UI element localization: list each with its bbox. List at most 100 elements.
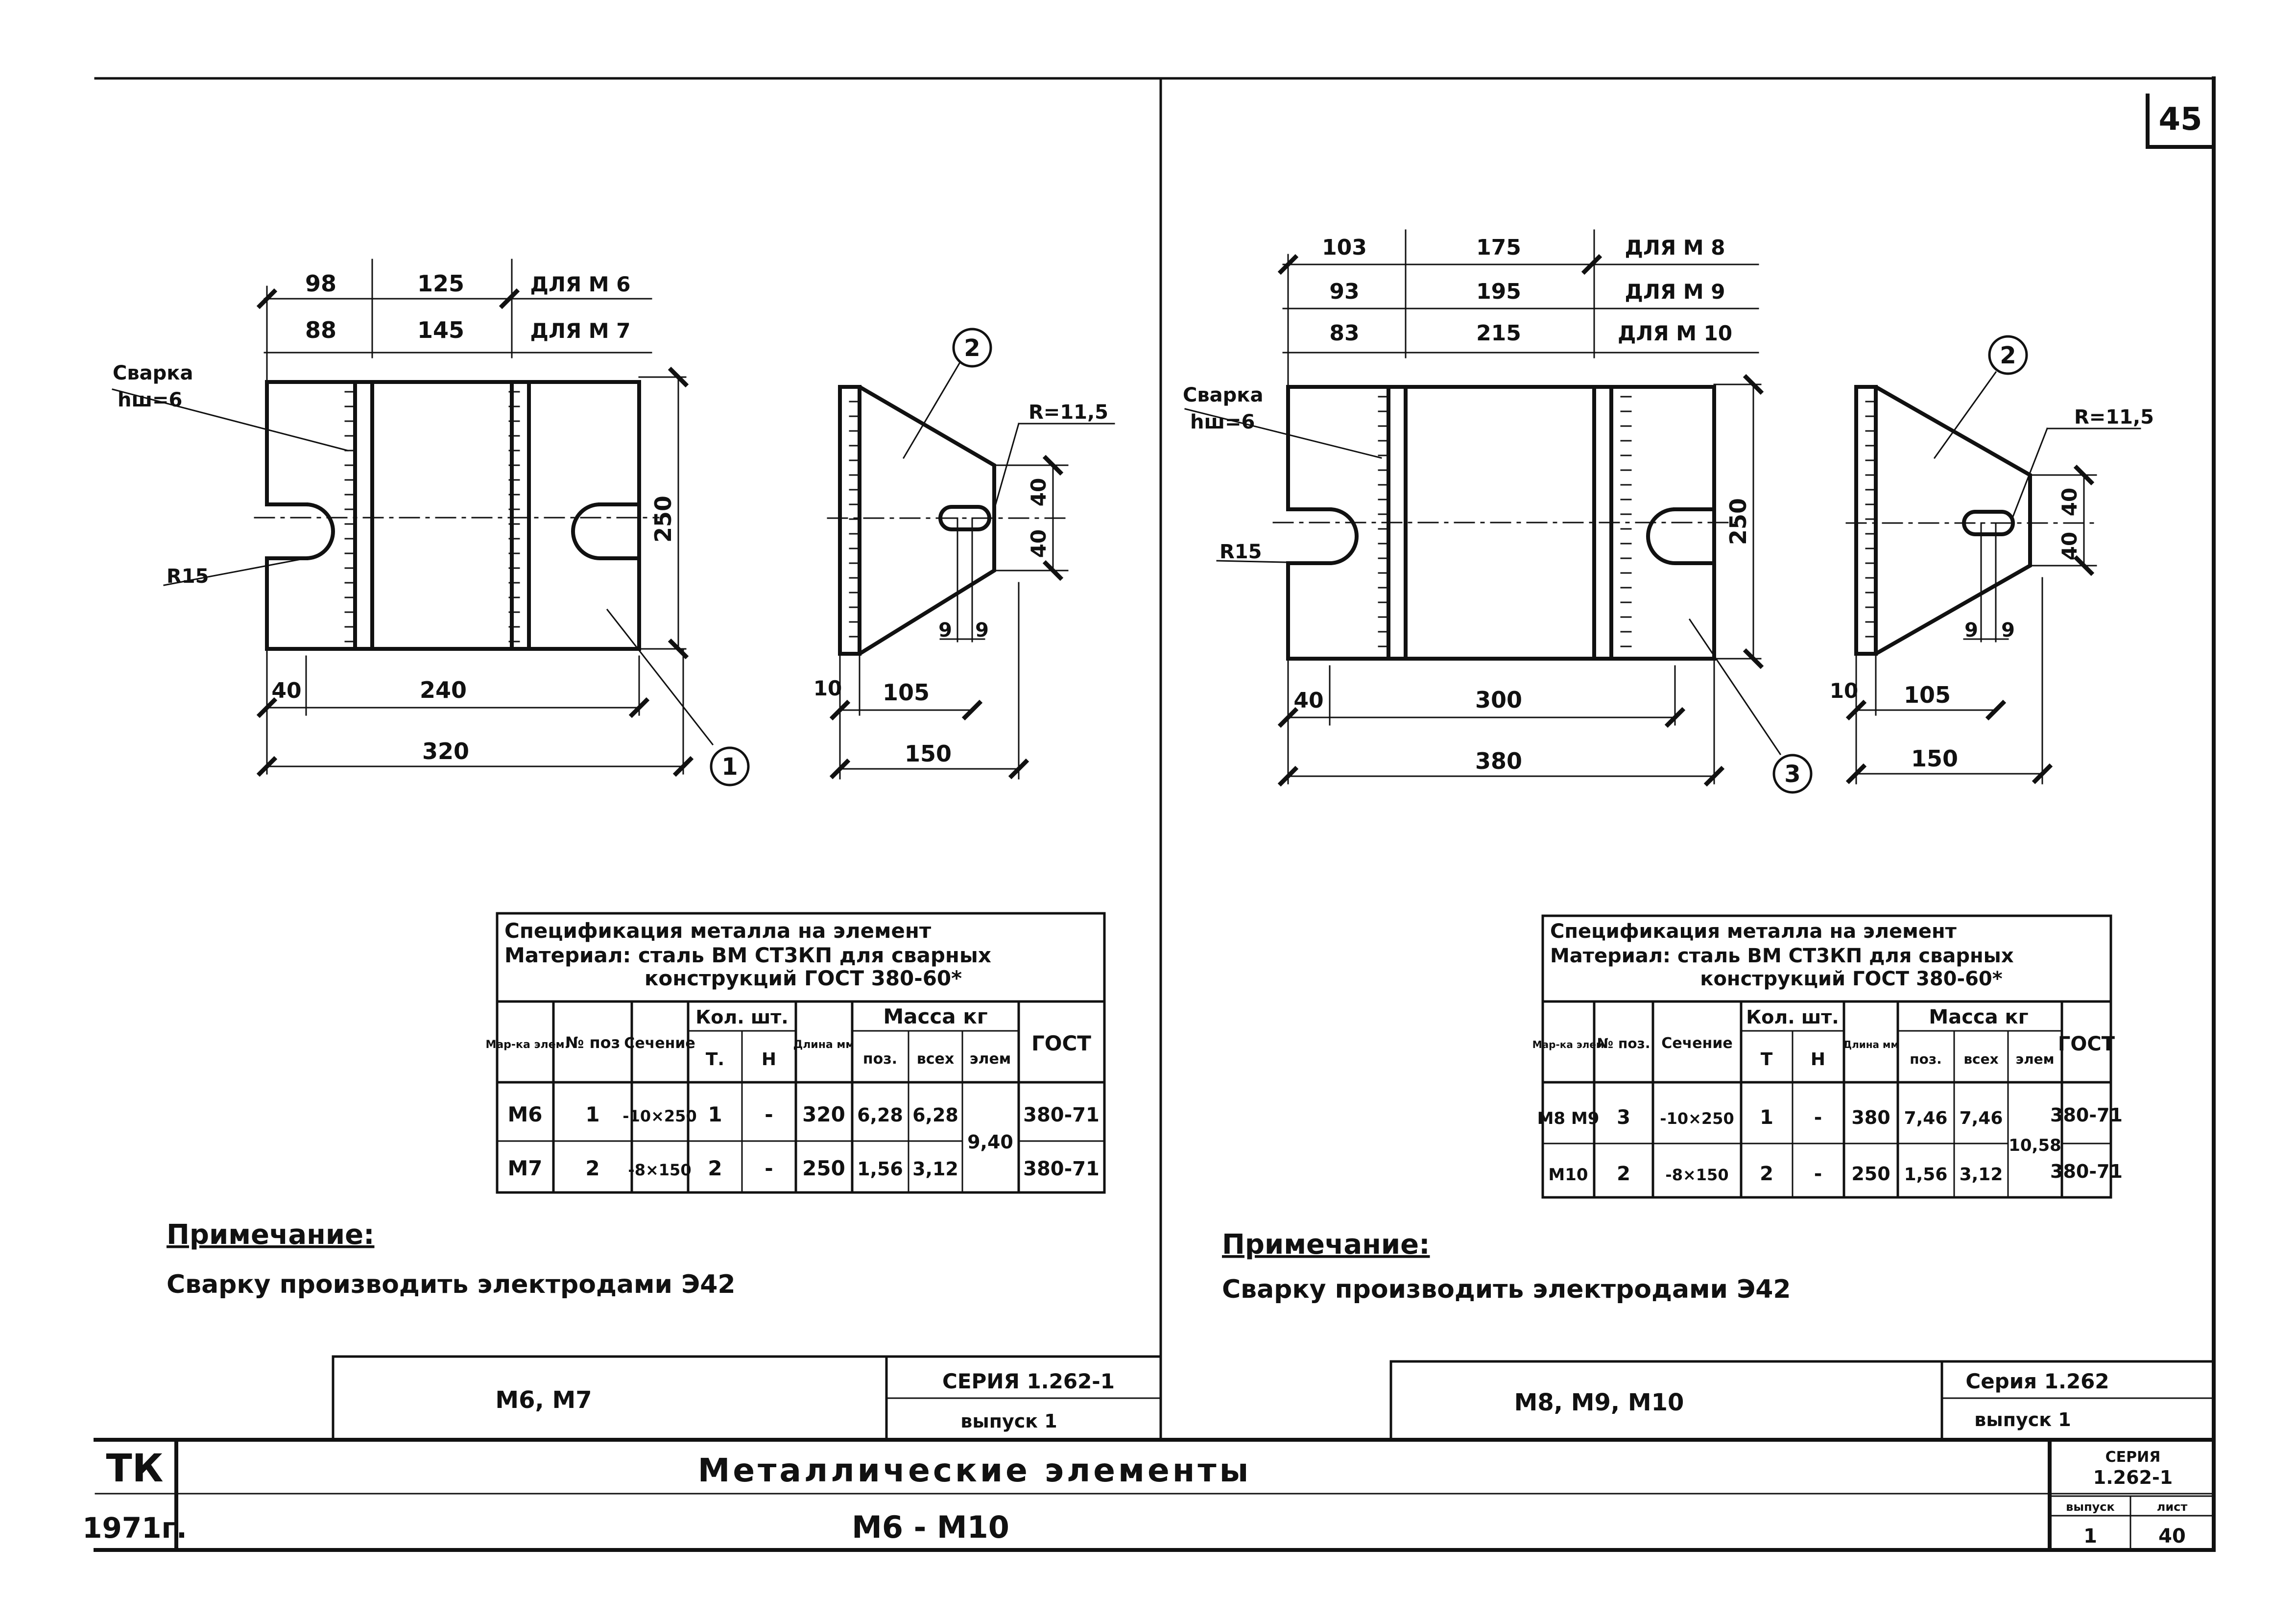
right-spec-h-elem: элем — [2016, 1051, 2055, 1067]
left-height-dim: 250 — [650, 496, 676, 543]
right-dim-row2-label: ДЛЯ М 9 — [1625, 280, 1725, 304]
title-issue-label: выпуск — [2066, 1500, 2115, 1514]
left-spec-row: М6 1 -10×250 1 - 320 6,28 6,28 380-71 — [507, 1102, 1099, 1126]
left-spec-row: М7 2 -8×150 2 - 250 1,56 3,12 380-71 — [507, 1156, 1099, 1180]
right-gusset-s2: 9 — [2001, 619, 2015, 642]
left-weld-size: hш=6 — [118, 389, 182, 411]
right-gusset-s1: 9 — [1964, 619, 1978, 642]
left-plate-callout: 1 — [721, 753, 738, 781]
right-spec-r2-gost: 380-71 — [2050, 1161, 2123, 1182]
left-weld-label: Сварка — [113, 362, 193, 384]
right-spec-table — [1541, 914, 2112, 1199]
right-dim-row2-a: 93 — [1329, 279, 1359, 304]
right-spec-h-pos-mass: поз. — [1910, 1051, 1942, 1067]
right-dim-row1-b: 175 — [1476, 235, 1521, 260]
drawing-title: Металлические элементы — [698, 1452, 1252, 1489]
left-spec-r2-mpos: 1,56 — [857, 1158, 903, 1180]
right-weld-label: Сварка — [1183, 384, 1263, 406]
left-bottom-dim-b: 240 — [420, 677, 467, 703]
left-spec-elem-mass: 9,40 — [967, 1131, 1013, 1153]
left-dim-row1-a: 98 — [305, 270, 336, 297]
right-dim-row1-a: 103 — [1322, 235, 1367, 260]
right-gusset-callout: 2 — [2000, 342, 2016, 369]
left-note-text: Сварку производить электродами Э42 — [167, 1270, 736, 1299]
left-spec-h-all: всех — [917, 1050, 954, 1068]
right-overall-width: 380 — [1475, 748, 1522, 774]
right-spec-r1-len: 380 — [1851, 1107, 1890, 1128]
right-spec-r1-mpos: 7,46 — [1904, 1108, 1948, 1128]
left-dim-row1-b: 125 — [417, 270, 464, 297]
right-gusset-mid-dim: 105 — [1904, 682, 1951, 708]
left-spec-r1-pos: 1 — [585, 1102, 599, 1126]
right-gusset-h2: 40 — [2057, 532, 2081, 560]
right-gusset-radius: R=11,5 — [2074, 406, 2154, 429]
left-spec-h-elem: элем — [970, 1050, 1011, 1068]
left-spec-h-t: Т. — [706, 1049, 724, 1070]
right-spec-h-mass: Масса кг — [1929, 1006, 2028, 1028]
left-gusset-callout: 2 — [964, 334, 980, 362]
title-sheet-label: лист — [2157, 1500, 2188, 1514]
title-series: 1.262-1 — [2093, 1467, 2173, 1488]
right-dim-row3-a: 83 — [1329, 321, 1359, 346]
right-note-title: Примечание: — [1222, 1229, 1430, 1261]
right-gusset-width: 150 — [1911, 745, 1958, 772]
right-radius-label: R15 — [1220, 541, 1262, 563]
left-dim-row2-b: 145 — [417, 317, 464, 343]
org-code: ТК — [106, 1447, 164, 1491]
left-gusset-left-dim: 10 — [813, 676, 842, 700]
left-gusset-s2: 9 — [975, 619, 989, 642]
right-spec-r2-mall: 3,12 — [1960, 1165, 2003, 1185]
right-spec-r1-t: 1 — [1760, 1106, 1773, 1129]
right-dim-row1-label: ДЛЯ М 8 — [1625, 236, 1725, 260]
right-spec-h-len: Длина мм — [1843, 1039, 1898, 1050]
title-issue: 1 — [2083, 1525, 2097, 1548]
left-spec-table — [496, 912, 1106, 1194]
right-spec-r2-t: 2 — [1760, 1163, 1773, 1185]
right-spec-r2-len: 250 — [1851, 1163, 1890, 1185]
left-spec-title-2: Материал: сталь ВМ СТ3КП для сварных — [504, 943, 991, 967]
left-stamp — [332, 1355, 1162, 1441]
right-spec-r2-n: - — [1814, 1163, 1822, 1185]
right-gusset-h1: 40 — [2057, 488, 2081, 516]
right-stamp-name: М8, М9, М10 — [1514, 1389, 1684, 1416]
right-spec-r1-mark: М8 М9 — [1537, 1109, 1600, 1128]
left-gusset-drawing — [827, 328, 1115, 780]
right-stamp-issue: выпуск 1 — [1974, 1409, 2071, 1430]
right-weld-size: hш=6 — [1190, 411, 1255, 433]
left-spec-h-mass: Масса кг — [883, 1004, 987, 1028]
left-spec-h-mark: Мар-ка элем — [485, 1039, 564, 1051]
right-spec-h-section: Сечение — [1661, 1035, 1732, 1052]
left-spec-h-section: Сечение — [624, 1035, 695, 1052]
left-spec-r1-n: - — [765, 1102, 773, 1126]
left-spec-r2-t: 2 — [708, 1156, 722, 1180]
right-gusset-left-dim: 10 — [1830, 679, 1858, 703]
right-spec-r1-n: - — [1814, 1106, 1822, 1129]
left-spec-r2-len: 250 — [802, 1156, 845, 1180]
right-spec-title-1: Спецификация металла на элемент — [1550, 920, 1957, 943]
drawing-year: 1971г. — [82, 1511, 187, 1545]
right-height-dim: 250 — [1725, 498, 1751, 545]
left-gusset-mid-dim: 105 — [883, 679, 930, 706]
left-spec-r1-mpos: 6,28 — [857, 1104, 903, 1126]
left-gusset-h2: 40 — [1027, 529, 1051, 558]
left-gusset-s1: 9 — [938, 619, 952, 642]
left-dim-row1-label: ДЛЯ М 6 — [530, 272, 631, 296]
right-spec-h-all: всех — [1963, 1051, 1998, 1067]
left-dim-row2-label: ДЛЯ М 7 — [530, 319, 631, 343]
left-spec-h-n: Н — [762, 1049, 776, 1070]
left-note-title: Примечание: — [167, 1219, 374, 1251]
left-dim-row2-a: 88 — [305, 317, 336, 343]
left-stamp-name: М6, М7 — [495, 1386, 592, 1414]
left-overall-width: 320 — [422, 738, 469, 764]
left-spec-r1-len: 320 — [802, 1102, 845, 1126]
left-spec-r1-section: -10×250 — [622, 1107, 696, 1125]
right-spec-r1-mall: 7,46 — [1960, 1108, 2003, 1128]
right-spec-h-mark: Мар-ка элем — [1532, 1039, 1604, 1050]
weld-hatch-left-a — [344, 391, 520, 643]
right-spec-row: М10 2 -8×150 2 - 250 1,56 3,12 380-71 — [1548, 1161, 2123, 1185]
right-stamp — [1389, 1360, 2215, 1441]
left-spec-title-1: Спецификация металла на элемент — [504, 919, 932, 943]
title-series-label: СЕРИЯ — [2105, 1449, 2161, 1466]
left-spec-h-gost: ГОСТ — [1031, 1031, 1091, 1055]
